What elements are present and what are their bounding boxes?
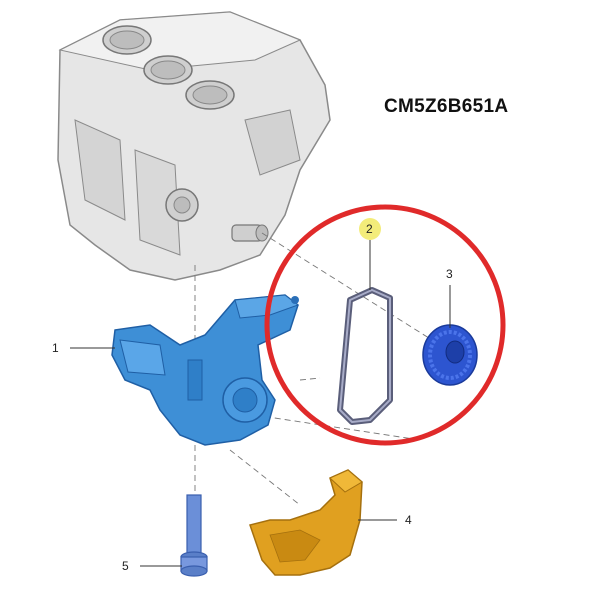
drive-chain-illustration	[337, 287, 393, 425]
engine-block-illustration	[57, 11, 331, 281]
oil-baffle-illustration	[249, 469, 363, 576]
callout-5: 5	[122, 559, 129, 573]
bolt-illustration	[180, 494, 208, 577]
oil-pump-illustration	[111, 294, 300, 446]
leader-lines	[70, 240, 451, 567]
sprocket-illustration	[422, 324, 478, 386]
callout-3: 3	[446, 267, 453, 281]
part-number-label: CM5Z6B651A	[384, 96, 509, 117]
highlight-circle	[264, 204, 506, 446]
callout-1: 1	[52, 341, 59, 355]
callout-4: 4	[405, 513, 412, 527]
callout-2: 2	[366, 222, 373, 236]
callout-2-highlight	[359, 218, 381, 240]
